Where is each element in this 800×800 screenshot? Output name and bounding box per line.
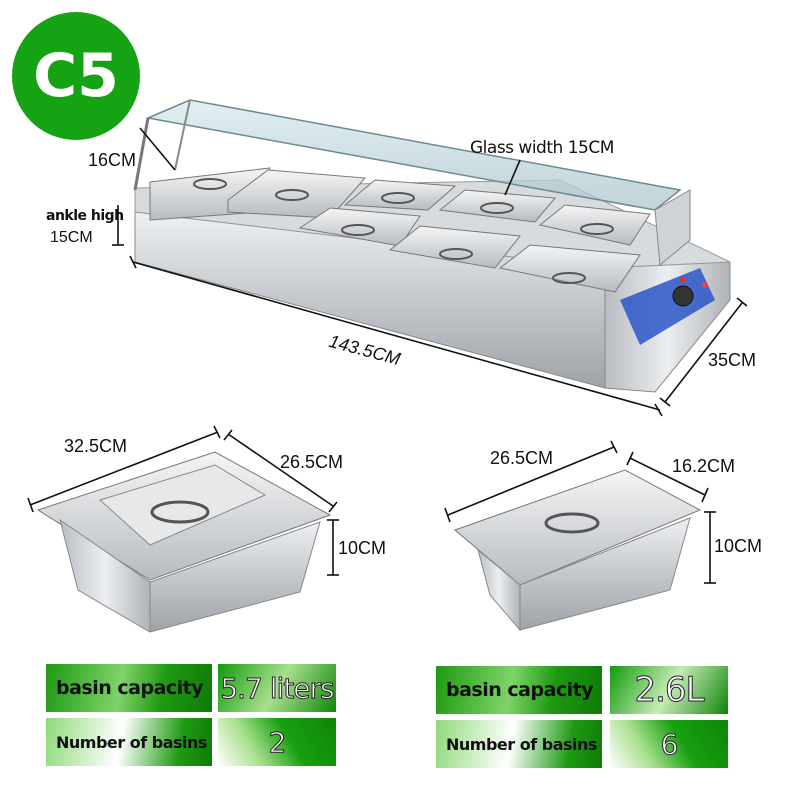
- glass-width-label: Glass width 15CM: [470, 138, 614, 158]
- small-capacity-value: 2.6L: [634, 670, 705, 711]
- large-pan-width-label: 26.5CM: [280, 452, 344, 472]
- large-capacity-value: 5.7 liters: [220, 671, 335, 705]
- model-badge-label: C5: [33, 41, 119, 111]
- small-pan-height-label: 10CM: [714, 536, 763, 556]
- large-count-value: 2: [268, 725, 287, 759]
- small-count-value: 6: [660, 727, 679, 761]
- large-capacity-label-cell: basin capacity: [46, 664, 212, 712]
- large-pan-length-label: 32.5CM: [64, 436, 128, 456]
- large-pan-dimension-lines: [27, 425, 339, 576]
- small-pan-dimension-lines: [444, 440, 716, 584]
- small-capacity-label: basin capacity: [446, 679, 594, 701]
- small-capacity-label-cell: basin capacity: [436, 666, 602, 714]
- large-capacity-label: basin capacity: [56, 677, 204, 699]
- large-count-value-cell: 2: [218, 718, 336, 766]
- large-pan-height-label: 10CM: [338, 538, 387, 558]
- warmer-pans: [149, 167, 651, 293]
- ankle-high-label: ankle high: [46, 208, 124, 224]
- small-count-label-cell: Number of basins: [436, 720, 602, 768]
- steamer-width-label: 35CM: [708, 350, 757, 370]
- large-capacity-value-cell: 5.7 liters: [218, 664, 336, 712]
- glass-sneeze-guard: [133, 99, 691, 266]
- small-count-value-cell: 6: [610, 720, 728, 768]
- small-pan-length-label: 26.5CM: [490, 448, 554, 468]
- large-pan-illustration: [36, 451, 332, 633]
- steamer-depth-label: 16CM: [88, 150, 137, 170]
- small-pan-width-label: 16.2CM: [672, 456, 736, 476]
- large-count-label-cell: Number of basins: [46, 718, 212, 766]
- small-pan-illustration: [454, 469, 702, 632]
- model-badge: C5: [12, 12, 140, 140]
- small-count-label: Number of basins: [446, 734, 597, 754]
- small-capacity-value-cell: 2.6L: [610, 666, 728, 714]
- large-count-label: Number of basins: [56, 732, 207, 752]
- steamer-dimension-lines: [112, 127, 748, 417]
- ankle-height-label: 15CM: [50, 229, 93, 246]
